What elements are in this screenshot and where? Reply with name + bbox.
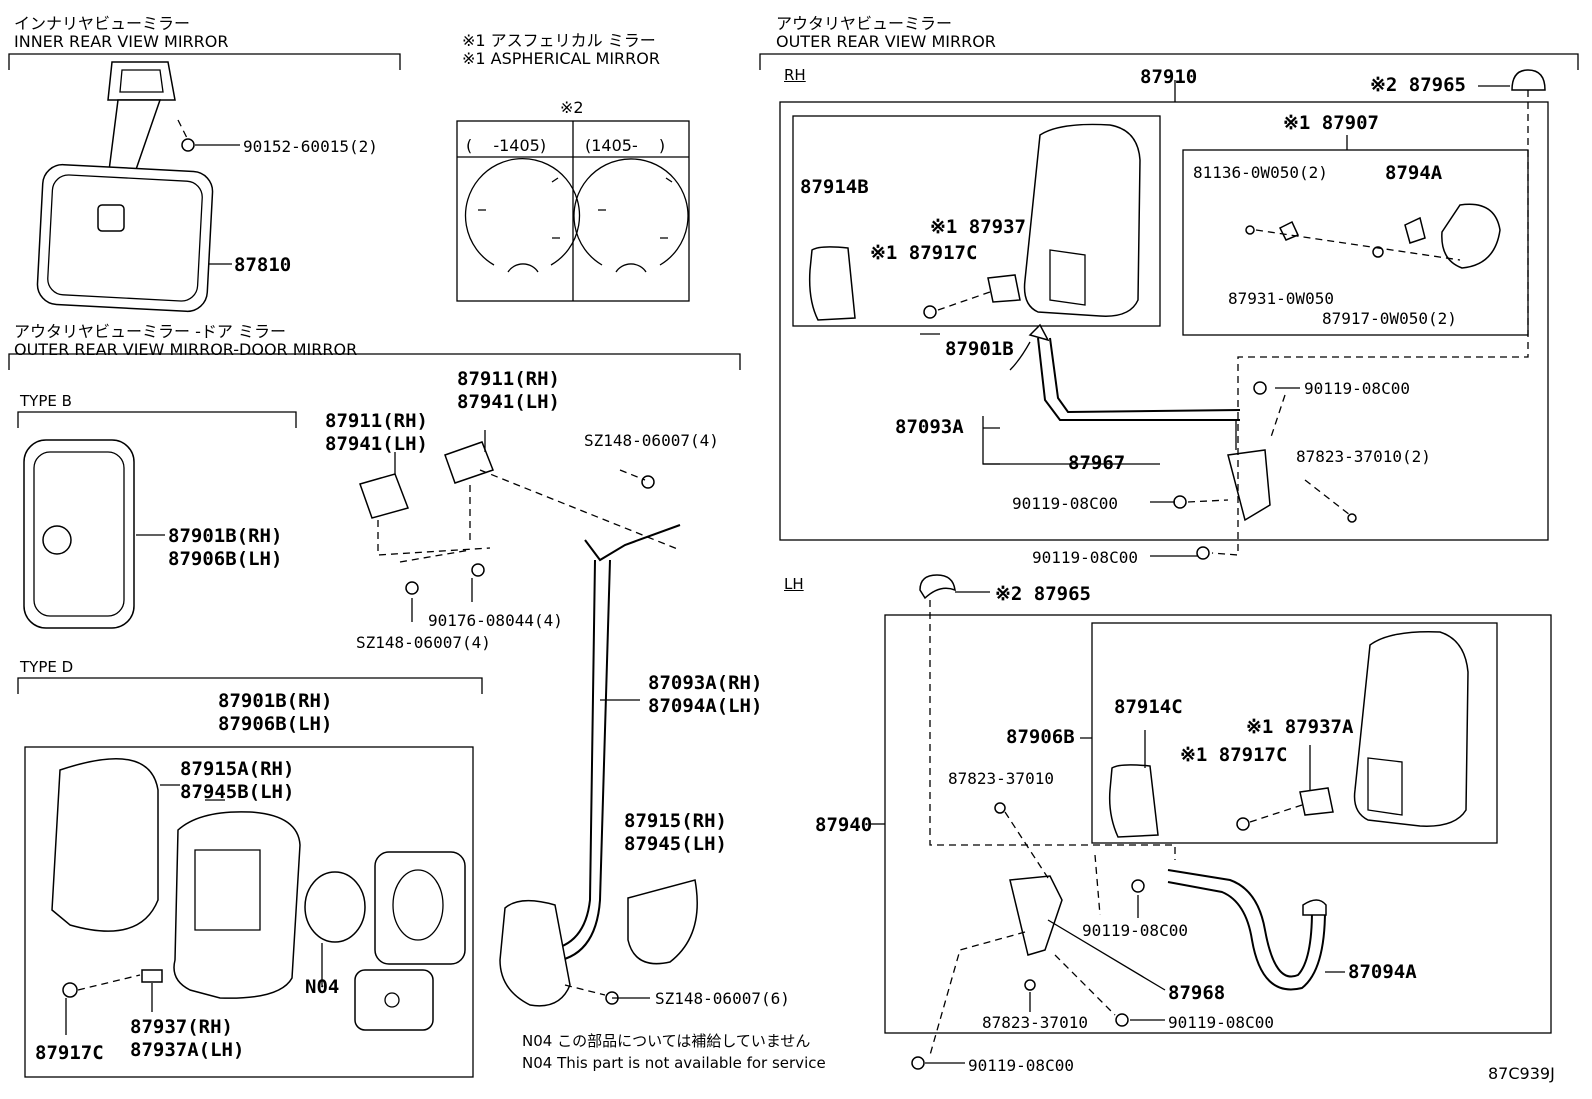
inner-title-en: INNER REAR VIEW MIRROR	[14, 32, 229, 51]
rh-label: RH	[784, 66, 806, 84]
part-number: 87911(RH)	[457, 368, 560, 390]
part-number: N04	[305, 976, 340, 998]
part-number: 87941(LH)	[325, 433, 428, 455]
part-number: 90152-60015(2)	[243, 137, 378, 156]
type-b-mirror-drawing	[23, 439, 165, 629]
part-number: 87093A(RH)	[648, 672, 763, 694]
part-number: 90119-08C00	[1168, 1013, 1274, 1032]
part-number: 87901B(RH)	[218, 690, 333, 712]
part-number: 87910	[1140, 66, 1198, 88]
part-number: 87823-37010(2)	[1296, 447, 1431, 466]
part-number: 90119-08C00	[1082, 921, 1188, 940]
part-number: 87967	[1068, 452, 1126, 474]
part-number: 87941(LH)	[457, 391, 560, 413]
door-bracket-drawing	[359, 430, 698, 1007]
diagram-code: 87C939J	[1488, 1064, 1555, 1083]
part-number: 87917-0W050(2)	[1322, 309, 1457, 328]
part-number: 87914B	[800, 176, 869, 198]
part-number: SZ148-06007(4)	[584, 431, 719, 450]
part-number: ※2 87965	[1370, 74, 1466, 96]
part-number: 90176-08044(4)	[428, 611, 563, 630]
door-title-en: OUTER REAR VIEW MIRROR-DOOR MIRROR	[14, 340, 358, 359]
part-number: 87915A(RH)	[180, 758, 295, 780]
lh-label: LH	[784, 575, 804, 593]
part-number: 87810	[234, 254, 292, 276]
part-number: 8794A	[1385, 162, 1443, 184]
part-number: 87917C	[35, 1042, 104, 1064]
part-number: 87931-0W050	[1228, 289, 1334, 308]
part-number: SZ148-06007(6)	[655, 989, 790, 1008]
aspherical-note-jp: ※1 アスフェリカル ミラー	[462, 31, 656, 50]
n04-note-jp: N04 この部品については補給していません	[522, 1032, 811, 1050]
part-number: 87823-37010	[948, 769, 1054, 788]
part-number: 87937(RH)	[130, 1016, 233, 1038]
n04-note-en: N04 This part is not available for servi…	[522, 1054, 826, 1072]
part-number: 87968	[1168, 982, 1226, 1004]
part-number: 87823-37010	[982, 1013, 1088, 1032]
part-number: ※1 87917C	[870, 242, 978, 264]
outer-title-en: OUTER REAR VIEW MIRROR	[776, 32, 996, 51]
col-right-range: (1405- )	[585, 136, 666, 155]
part-number: 87915(RH)	[624, 810, 727, 832]
part-number: 87094A(LH)	[648, 695, 763, 717]
part-number: 87911(RH)	[325, 410, 428, 432]
part-number: 81136-0W050(2)	[1193, 163, 1328, 182]
type-b-label: TYPE B	[20, 392, 72, 410]
part-number: 87093A	[895, 416, 964, 438]
door-title-jp: アウタリヤビューミラー -ドア ミラー	[14, 322, 286, 341]
inner-title-jp: インナリヤビューミラー	[14, 14, 191, 33]
part-number: 87940	[815, 814, 873, 836]
aspherical-note-en: ※1 ASPHERICAL MIRROR	[462, 49, 660, 68]
lh-outer-drawing	[870, 574, 1552, 1070]
part-number: 87937A(LH)	[130, 1039, 245, 1061]
part-number: 87914C	[1114, 696, 1183, 718]
part-number: 90119-08C00	[1012, 494, 1118, 513]
part-number: 87945B(LH)	[180, 781, 295, 803]
part-number: 90119-08C00	[1032, 548, 1138, 567]
part-number: SZ148-06007(4)	[356, 633, 491, 652]
part-number: 87901B	[945, 338, 1014, 360]
part-number: ※1 87907	[1283, 112, 1379, 134]
part-number: ※2 87965	[995, 583, 1091, 605]
part-number: ※1 87937A	[1246, 716, 1354, 738]
rh-outer-drawing	[779, 69, 1549, 560]
part-number: 87901B(RH)	[168, 525, 283, 547]
mark-2: ※2	[560, 98, 584, 117]
type-d-label: TYPE D	[20, 658, 74, 676]
part-number: 90119-08C00	[968, 1056, 1074, 1075]
col-left-range: ( -1405)	[466, 136, 547, 155]
part-number: 87094A	[1348, 961, 1417, 983]
aspherical-box-drawing	[456, 120, 690, 302]
part-number: 87906B	[1006, 726, 1075, 748]
part-number: 90119-08C00	[1304, 379, 1410, 398]
part-number: 87906B(LH)	[168, 548, 283, 570]
type-d-drawing	[24, 746, 474, 1078]
part-number: 87945(LH)	[624, 833, 727, 855]
part-number: ※1 87937	[930, 216, 1026, 238]
part-number: 87906B(LH)	[218, 713, 333, 735]
inner-mirror-drawing	[36, 61, 240, 313]
part-number: ※1 87917C	[1180, 744, 1288, 766]
outer-title-jp: アウタリヤビューミラー	[776, 14, 953, 33]
